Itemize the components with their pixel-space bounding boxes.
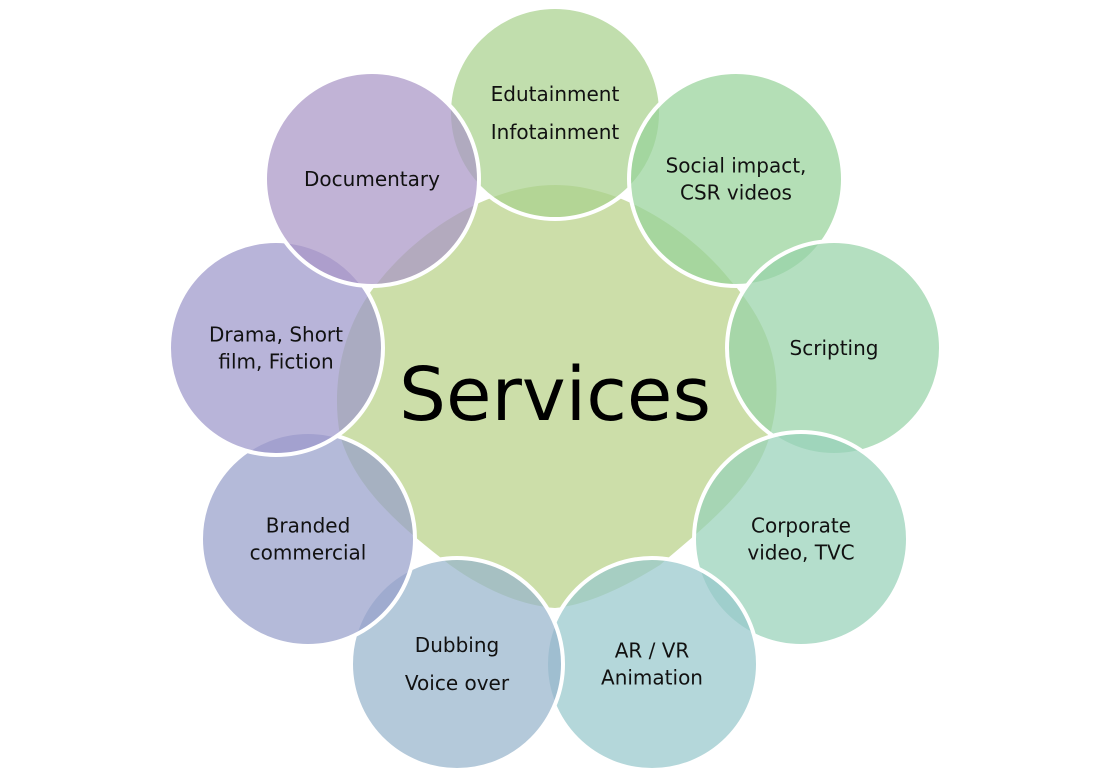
node-label: Dubbing	[415, 633, 499, 657]
node-label: Infotainment	[491, 120, 620, 144]
node-drama: Drama, Short film, Fiction	[167, 239, 385, 457]
node-circle	[199, 430, 417, 648]
node-circle	[263, 70, 481, 288]
node-social-impact: Social impact, CSR videos	[627, 70, 845, 288]
node-label: Scripting	[790, 336, 879, 360]
node-circle	[349, 556, 565, 772]
node-circle	[167, 239, 385, 457]
node-label: AR / VR	[615, 639, 690, 663]
node-corporate-video: Corporate video, TVC	[692, 430, 910, 648]
node-label: Voice over	[405, 671, 510, 695]
node-ar-vr: AR / VR Animation	[544, 556, 760, 772]
node-label: Drama, Short	[209, 323, 343, 347]
node-label: Branded	[266, 514, 351, 538]
node-circle	[627, 70, 845, 288]
node-label: CSR videos	[680, 181, 792, 205]
node-label: video, TVC	[747, 541, 854, 565]
node-scripting: Scripting	[725, 239, 943, 457]
node-label: film, Fiction	[218, 350, 333, 374]
node-branded-commercial: Branded commercial	[199, 430, 417, 648]
node-label: Animation	[601, 666, 703, 690]
node-label: Social impact,	[666, 154, 807, 178]
node-documentary: Documentary	[263, 70, 481, 288]
node-label: commercial	[250, 541, 367, 565]
node-circle	[692, 430, 910, 648]
node-circle	[544, 556, 760, 772]
center-label: Services	[399, 352, 711, 438]
node-label: Edutainment	[491, 82, 620, 106]
center-shape	[336, 185, 777, 608]
node-label: Documentary	[304, 167, 440, 191]
node-label: Corporate	[751, 514, 851, 538]
